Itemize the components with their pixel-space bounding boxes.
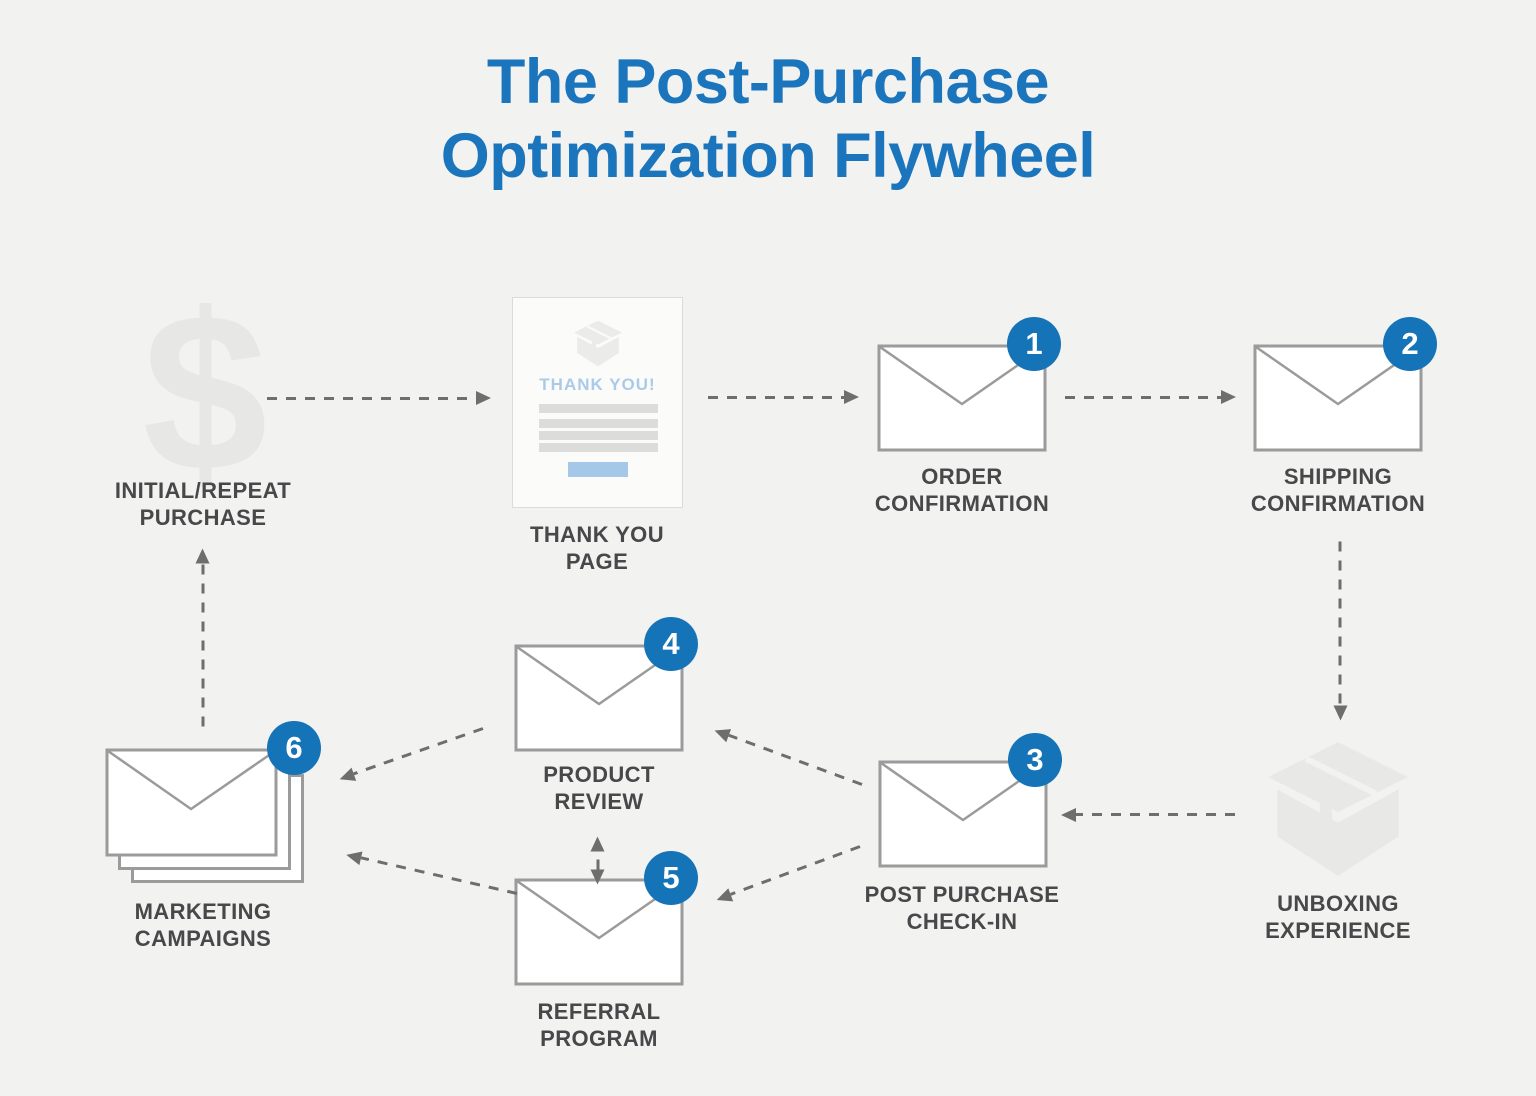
label-line: CAMPAIGNS	[134, 925, 272, 951]
label-line: CHECK-IN	[906, 908, 1018, 934]
shipping-confirmation-envelope-icon: 2	[1253, 317, 1437, 452]
arrowhead-icon	[1221, 390, 1236, 404]
arrow-review-referral-two-way	[590, 836, 605, 885]
label-order-confirmation: ORDER CONFIRMATION	[822, 464, 1102, 518]
arrowhead-icon	[476, 391, 491, 405]
label-marketing-campaigns: MARKETING CAMPAIGNS	[63, 899, 343, 953]
label-line: THANK YOU	[530, 522, 664, 547]
label-line: PAGE	[565, 548, 629, 574]
label-line: INITIAL/REPEAT	[114, 478, 292, 503]
page-title: The Post-Purchase Optimization Flywheel	[0, 46, 1536, 193]
label-line: POST PURCHASE	[864, 882, 1060, 907]
arrowhead-icon	[1061, 808, 1076, 822]
step-badge-4: 4	[644, 617, 698, 671]
step-badge-3: 3	[1008, 733, 1062, 787]
marketing-campaigns-envelopes-icon: 6	[105, 721, 321, 883]
label-initial-repeat-purchase: INITIAL/REPEAT PURCHASE	[63, 478, 343, 532]
referral-program-envelope-icon: 5	[514, 851, 698, 986]
arrowhead-icon	[337, 767, 357, 786]
label-unboxing-experience: UNBOXING EXPERIENCE	[1198, 891, 1478, 945]
label-shipping-confirmation: SHIPPING CONFIRMATION	[1198, 464, 1478, 518]
arrowhead-icon	[712, 723, 732, 743]
step-badge-2: 2	[1383, 317, 1437, 371]
label-line: SHIPPING	[1283, 464, 1393, 489]
label-line: PURCHASE	[139, 504, 267, 530]
label-referral-program: REFERRAL PROGRAM	[459, 999, 739, 1053]
arrow-unboxing-to-checkin	[1061, 808, 1235, 822]
post-purchase-checkin-envelope-icon: 3	[878, 733, 1062, 868]
arrowhead-icon	[590, 869, 605, 885]
text-placeholder-bar	[539, 431, 658, 440]
label-line: EXPERIENCE	[1265, 917, 1411, 943]
thank-you-page-mockup: THANK YOU!	[512, 297, 683, 508]
label-line: REVIEW	[554, 788, 644, 814]
arrowhead-icon	[1333, 705, 1348, 721]
order-confirmation-envelope-icon: 1	[877, 317, 1061, 452]
arrowhead-icon	[714, 888, 734, 907]
step-badge-5: 5	[644, 851, 698, 905]
text-placeholder-bar	[539, 404, 658, 413]
text-placeholder-bar	[539, 419, 658, 428]
label-line: CONFIRMATION	[1250, 490, 1426, 516]
label-line: CONFIRMATION	[874, 490, 1050, 516]
page-title-line1: The Post-Purchase	[486, 47, 1050, 117]
arrow-referral-to-marketing	[344, 848, 518, 895]
text-placeholder-bar	[539, 443, 658, 452]
label-line: PROGRAM	[540, 1025, 658, 1051]
arrow-thankyou-to-order	[708, 390, 859, 404]
arrowhead-icon	[195, 548, 210, 564]
label-thank-you-page: THANK YOU PAGE	[457, 522, 737, 576]
arrow-purchase-to-thankyou	[267, 391, 491, 405]
arrowhead-icon	[844, 390, 859, 404]
unboxing-package-icon	[1268, 742, 1408, 876]
thank-you-heading: THANK YOU!	[539, 375, 656, 394]
arrow-shipping-to-unboxing	[1333, 541, 1348, 721]
step-badge-6: 6	[267, 721, 321, 775]
label-line: PRODUCT	[543, 762, 655, 787]
arrow-marketing-to-purchase	[195, 548, 210, 727]
step-badge-1: 1	[1007, 317, 1061, 371]
label-line: ORDER	[921, 464, 1003, 489]
label-line: REFERRAL	[537, 999, 661, 1024]
cta-button-placeholder	[568, 462, 628, 477]
arrow-order-to-shipping	[1065, 390, 1236, 404]
label-product-review: PRODUCT REVIEW	[459, 762, 739, 816]
product-review-envelope-icon: 4	[514, 617, 698, 752]
page-title-line2: Optimization Flywheel	[440, 120, 1096, 191]
arrow-checkin-to-review	[712, 723, 863, 786]
package-icon	[574, 320, 622, 367]
arrowhead-icon	[344, 848, 363, 866]
arrowhead-icon	[590, 836, 605, 852]
label-post-purchase-checkin: POST PURCHASE CHECK-IN	[822, 882, 1102, 936]
label-line: UNBOXING	[1277, 891, 1399, 916]
label-line: MARKETING	[134, 899, 272, 924]
dollar-icon: $	[142, 266, 268, 518]
